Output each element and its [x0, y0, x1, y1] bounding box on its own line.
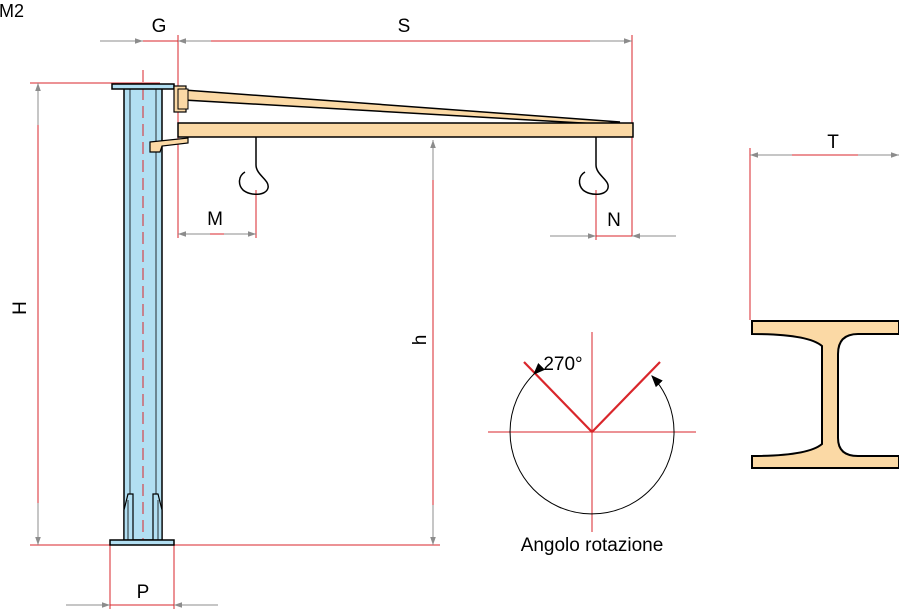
- dimension-arrows: [35, 38, 899, 608]
- label-s: S: [398, 16, 411, 37]
- tie-rod: [183, 89, 621, 125]
- jib-arm: [149, 85, 634, 153]
- hook-right: [578, 137, 609, 195]
- main-beam: [177, 122, 634, 138]
- label-g: G: [152, 16, 167, 37]
- label-h-lower: h: [410, 335, 431, 346]
- label-t: T: [827, 132, 839, 153]
- hooks: [238, 137, 609, 195]
- column-top-plate: [111, 83, 175, 90]
- rotation-arc: [509, 362, 675, 515]
- label-h-upper: H: [10, 301, 31, 315]
- angle-limit-right: [591, 361, 661, 433]
- hook-left: [238, 137, 269, 195]
- label-p: P: [137, 582, 150, 603]
- angle-value-label: 270°: [543, 354, 582, 375]
- column: [109, 70, 175, 546]
- top-bracket-web: [177, 88, 189, 110]
- angle-caption: Angolo rotazione: [521, 535, 664, 556]
- label-n: N: [607, 210, 621, 231]
- label-m: M: [207, 209, 223, 230]
- model-label: M2: [0, 1, 24, 21]
- lower-support: [149, 137, 189, 153]
- i-beam-cross-section: [751, 320, 899, 469]
- column-base-plate: [109, 539, 175, 546]
- rotation-angle-symbol: [488, 332, 696, 532]
